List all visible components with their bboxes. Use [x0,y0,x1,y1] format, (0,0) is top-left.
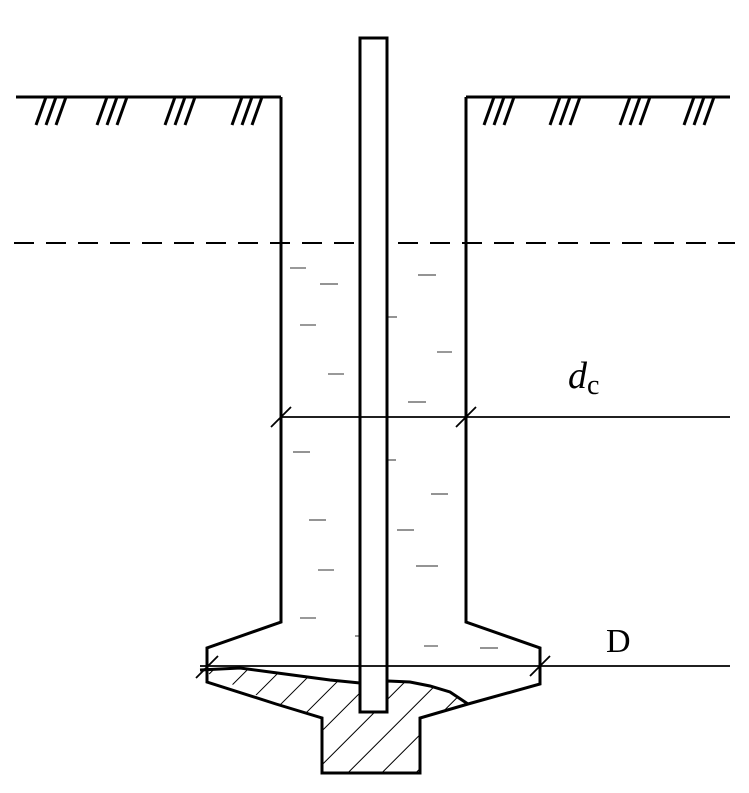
base-diameter-label: D [606,623,631,660]
shaft-diameter-label: dc [568,355,599,401]
shaft-diameter-dimension [270,406,730,428]
shaft-diameter-subscript: c [587,370,599,401]
ground-surface-right [466,95,730,126]
tremie-pipe [358,36,389,714]
concrete-base [199,666,469,773]
ground-surface-left [16,95,281,126]
base-diameter-dimension [195,655,730,679]
